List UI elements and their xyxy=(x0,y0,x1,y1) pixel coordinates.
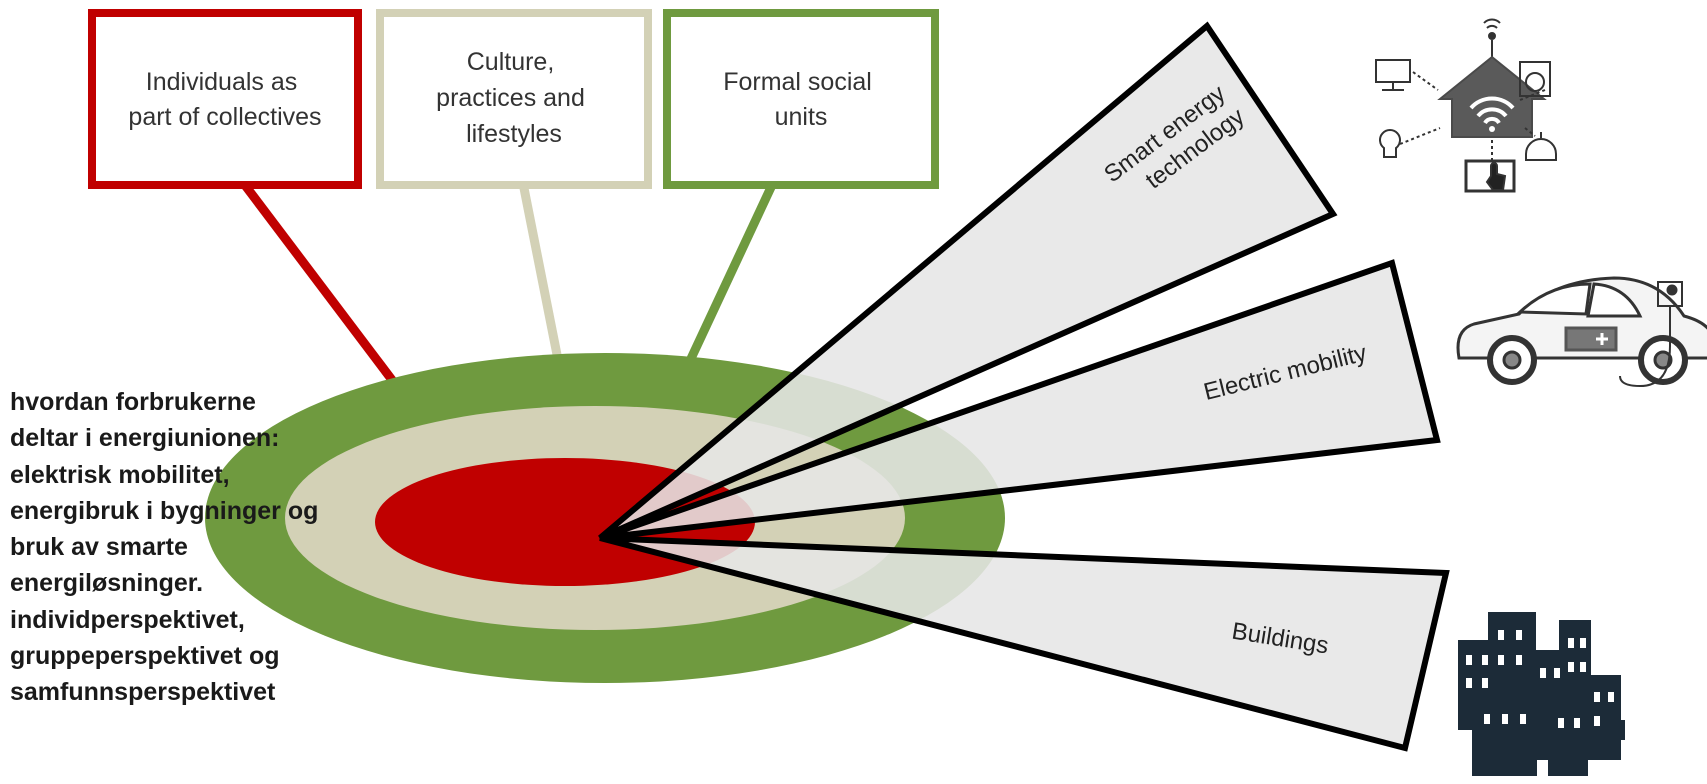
box-formal-line: Formal social xyxy=(723,68,872,96)
box-individuals: Individuals as part of collectives xyxy=(88,9,362,189)
box-formal-line: units xyxy=(775,103,828,131)
caption-line: gruppeperspektivet og xyxy=(10,642,280,671)
caption-text: hvordan forbrukerne deltar i energiunion… xyxy=(10,384,430,711)
caption-line: individperspektivet, xyxy=(10,605,245,634)
beam-smart-energy xyxy=(598,21,1338,541)
svg-text:Formal social units: Formal social units xyxy=(723,68,879,131)
electric-car-icon xyxy=(1456,276,1707,388)
caption-line: energibruk i bygninger og xyxy=(10,496,319,525)
smart-home-icon xyxy=(1375,18,1557,193)
city-buildings-icon xyxy=(1458,612,1625,776)
svg-text:Culture, practices and: Culture, practices and lifestyles xyxy=(436,48,592,148)
box-formal-social-units: Formal social units xyxy=(663,9,939,189)
beam-electric-mobility xyxy=(599,259,1441,541)
box-culture-line: lifestyles xyxy=(466,120,562,148)
box-culture: Culture, practices and lifestyles xyxy=(376,9,652,189)
box-culture-line: practices and xyxy=(436,84,585,112)
svg-text:Individuals as part of c: Individuals as part of collectives xyxy=(128,68,321,131)
box-individuals-line: part of collectives xyxy=(128,103,321,131)
caption-line: hvordan forbrukerne xyxy=(10,388,256,416)
caption-line: energiløsninger. xyxy=(10,569,204,598)
beam-buildings xyxy=(599,535,1450,752)
box-culture-line: Culture, xyxy=(467,48,555,76)
caption-line: elektrisk mobilitet, xyxy=(10,460,230,489)
caption-line: bruk av smarte xyxy=(10,533,188,562)
caption-line: samfunnsperspektivet xyxy=(10,678,276,707)
caption-line: deltar i energiunionen: xyxy=(10,424,280,453)
box-individuals-line: Individuals as xyxy=(146,68,297,96)
connector-formal xyxy=(683,166,785,367)
